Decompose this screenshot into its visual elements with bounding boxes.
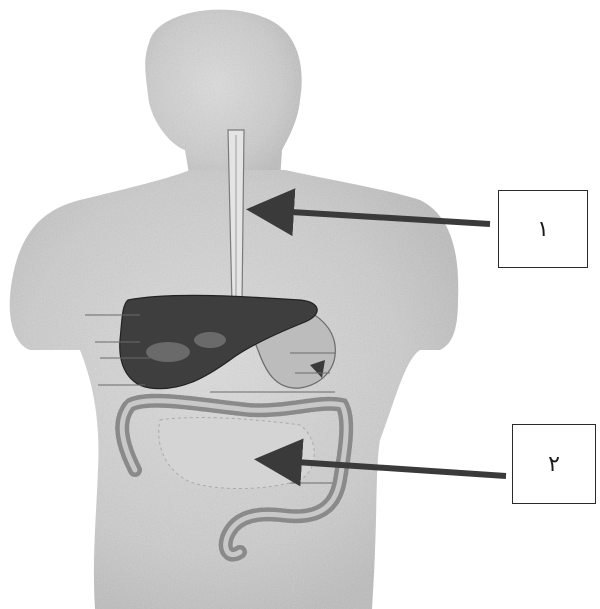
label-1-text: ١ [537, 217, 549, 242]
small-intestine [159, 418, 315, 489]
label-2-text: ٢ [548, 452, 560, 477]
label-box-1: ١ [498, 190, 588, 268]
head-shape [145, 10, 301, 180]
label-box-2: ٢ [512, 424, 596, 504]
